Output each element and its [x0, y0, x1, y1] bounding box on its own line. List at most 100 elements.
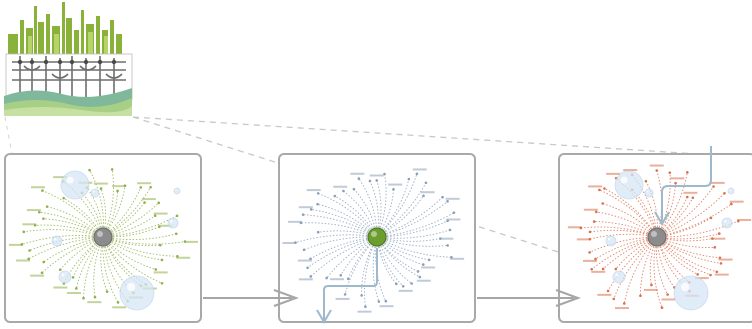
node-label-mark [87, 301, 102, 304]
node-label-mark [421, 266, 436, 269]
node-label-mark [718, 258, 733, 261]
bubble-highlight [724, 220, 727, 223]
network-strand [28, 236, 104, 260]
node-label-mark [450, 257, 465, 260]
node-label-mark [694, 277, 709, 280]
bubble-highlight [54, 238, 57, 241]
node-label-mark [714, 273, 729, 276]
network-strand [102, 236, 119, 303]
network-strand [376, 236, 421, 278]
network-node [730, 202, 733, 206]
network-strand [102, 202, 160, 238]
network-node [686, 171, 689, 174]
network-panel-3 [567, 164, 752, 311]
network-strand [62, 181, 104, 238]
network-node [116, 301, 120, 304]
network-strand [372, 236, 380, 302]
node-label-mark [53, 176, 68, 179]
network-node [45, 205, 49, 208]
node-label-mark [93, 182, 108, 185]
network-strand [376, 236, 412, 284]
network-node [666, 293, 669, 296]
network-node [622, 302, 626, 305]
bubble [673, 275, 709, 311]
network-node [157, 201, 161, 205]
network-strand [43, 218, 104, 238]
network-node [452, 211, 456, 214]
network-node [42, 217, 45, 220]
network-node [588, 230, 592, 234]
node-label-mark [398, 289, 413, 292]
node-label-mark [26, 209, 41, 212]
node-label-mark [737, 218, 752, 221]
network-strand [595, 236, 658, 260]
node-label-mark [369, 174, 384, 177]
bubble [644, 188, 654, 198]
network-node [592, 220, 596, 223]
network-node [364, 305, 367, 309]
network-node [22, 230, 26, 234]
network-node [58, 268, 62, 272]
bubble [119, 275, 155, 311]
network-node [139, 186, 143, 189]
network-node [448, 228, 452, 232]
network-strand [344, 236, 378, 295]
network-panel-2 [282, 168, 465, 313]
network-node [75, 287, 78, 290]
factory-pipework-icon [4, 2, 133, 116]
bubble-highlight [729, 189, 731, 191]
node-label-mark [53, 286, 68, 289]
node-label-mark [329, 278, 344, 281]
bubble-highlight [170, 220, 173, 223]
network-strand [300, 222, 378, 238]
network-node [713, 246, 717, 249]
network-node [343, 293, 347, 296]
network-node [384, 299, 388, 303]
hub-highlight [651, 231, 657, 237]
network-node [62, 196, 65, 200]
network-strand [21, 235, 104, 245]
node-label-mark [711, 237, 726, 240]
network-node [159, 243, 162, 247]
node-label-mark [420, 191, 435, 194]
network-node [333, 194, 337, 198]
network-node [415, 172, 419, 176]
network-node [685, 195, 689, 199]
network-hub [647, 227, 667, 247]
hub-highlight [371, 231, 377, 237]
network-node [446, 200, 449, 203]
network-node [306, 266, 309, 270]
bubble [605, 235, 617, 247]
node-label-mark [112, 306, 127, 309]
network-node [154, 268, 158, 271]
network-node [302, 248, 306, 252]
bubble [721, 217, 733, 229]
network-strand [656, 236, 720, 259]
network-strand [656, 203, 732, 238]
network-node [718, 256, 722, 260]
node-label-mark [357, 310, 372, 313]
network-node [709, 273, 712, 277]
node-label-mark [588, 185, 603, 188]
network-node [601, 267, 605, 271]
network-node [410, 282, 413, 285]
network-node [93, 295, 97, 299]
network-node [712, 185, 715, 188]
bubble-highlight [615, 273, 619, 277]
network-strand [594, 221, 658, 238]
network-strand [303, 214, 378, 238]
node-label-mark [66, 292, 81, 295]
node-label-mark [153, 212, 168, 215]
network-node [174, 232, 178, 236]
node-label-mark [183, 240, 198, 243]
network-strand [656, 192, 725, 238]
bubble [173, 187, 181, 195]
network-node [715, 270, 719, 274]
network-node [325, 276, 328, 280]
node-label-mark [729, 200, 744, 203]
node-label-mark [670, 177, 685, 180]
network-node [123, 184, 127, 187]
network-node [723, 192, 726, 195]
network-strand [35, 224, 104, 238]
network-strand [656, 172, 671, 238]
